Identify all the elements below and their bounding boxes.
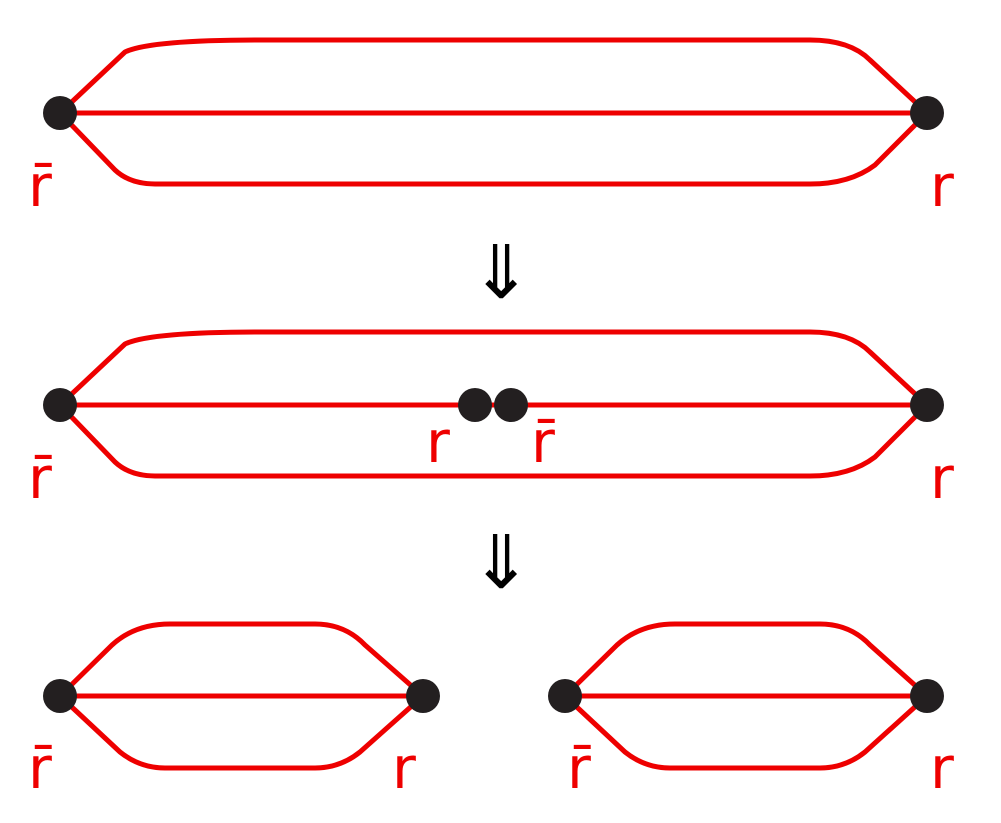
quark-label: r — [930, 444, 954, 512]
antiquark-node — [43, 679, 77, 713]
created-quark-node — [458, 388, 492, 422]
quark-label: r — [930, 152, 954, 220]
step-single-string: r̄ r — [28, 37, 954, 220]
step-string-breaking: r̄ r r r̄ — [28, 329, 954, 512]
left-string: r̄ r — [28, 621, 440, 802]
antiquark-label: r̄ — [28, 444, 53, 512]
quark-node — [910, 96, 944, 130]
quark-label: r — [930, 734, 954, 802]
string-loop — [57, 37, 930, 187]
down-double-arrow-icon: ⇓ — [470, 230, 532, 316]
string-loop — [562, 621, 930, 771]
antiquark-label: r̄ — [28, 734, 53, 802]
antiquark-label: r̄ — [28, 152, 53, 220]
quark-node — [406, 679, 440, 713]
right-string: r̄ r — [548, 621, 954, 802]
created-antiquark-node — [494, 388, 528, 422]
antiquark-node — [548, 679, 582, 713]
quark-node — [910, 679, 944, 713]
step-two-strings: r̄ r r̄ r — [28, 621, 954, 802]
created-antiquark-label: r̄ — [531, 408, 556, 476]
antiquark-label: r̄ — [567, 734, 592, 802]
string-loop — [57, 329, 930, 479]
string-loop — [57, 621, 426, 771]
antiquark-node — [43, 388, 77, 422]
antiquark-node — [43, 96, 77, 130]
quark-label: r — [392, 734, 416, 802]
quark-node — [910, 388, 944, 422]
down-double-arrow-icon: ⇓ — [470, 520, 532, 606]
created-quark-label: r — [426, 408, 450, 476]
